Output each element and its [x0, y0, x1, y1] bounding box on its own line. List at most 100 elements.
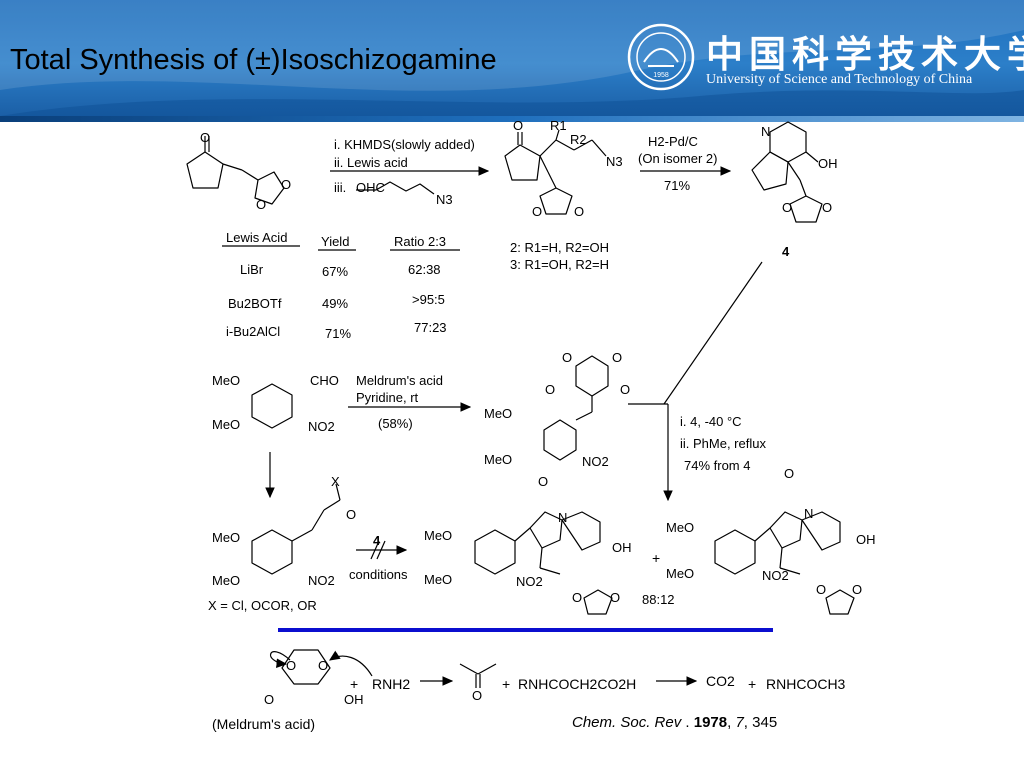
table-row1-yield: 67% — [322, 264, 349, 279]
compound4-n-label: N — [761, 124, 771, 139]
alkylidene-meldrums-structure — [543, 355, 609, 461]
table-header-yield: Yield — [321, 234, 350, 249]
aldol-product-structure — [504, 129, 607, 215]
product-b-dioxolane-o-2: O — [816, 582, 827, 597]
citation-year: 1978 — [693, 714, 728, 731]
meldrum-o-label-2: O — [612, 350, 623, 365]
step1-reagent-1: i. KHMDS(slowly added) — [334, 137, 475, 152]
table-row3-yield: 71% — [325, 326, 352, 341]
product-a-structure — [474, 511, 613, 615]
cinnamoyl-meo-1: MeO — [212, 530, 241, 545]
mech-o-label-2: O — [318, 658, 329, 673]
cinnamoyl-o-label: O — [346, 507, 357, 522]
product-b-oh: OH — [856, 532, 876, 547]
mech-plus-3: + — [748, 676, 757, 692]
product-a-meo-2: MeO — [424, 572, 453, 587]
table-row3-ratio: 77:23 — [414, 320, 447, 335]
product-a-dioxolane-o-2: O — [572, 590, 583, 605]
adduct-meo-2: MeO — [484, 452, 513, 467]
table-header-acid: Lewis Acid — [226, 230, 288, 245]
product-azide-label: N3 — [606, 154, 623, 169]
coupling-step1: i. 4, -40 °C — [680, 414, 742, 429]
product-b-dioxolane-o-1: O — [852, 582, 863, 597]
mech-plus-2: + — [502, 676, 511, 692]
coupling-step2: ii. PhMe, reflux — [680, 436, 766, 451]
isomer-3-label: 3: R1=OH, R2=H — [510, 257, 609, 272]
cinnamoyl-x-label: X — [331, 474, 340, 489]
slide-title: Total Synthesis of (±)Isoschizogamine — [10, 44, 497, 76]
product-a-oh: OH — [612, 540, 632, 555]
knoevenagel-reagent: Meldrum's acid — [356, 373, 444, 388]
table-header-ratio: Ratio 2:3 — [394, 234, 447, 249]
mech-o-label-3: O — [264, 692, 275, 707]
citation-volume: 7 — [735, 714, 744, 731]
r1-label: R1 — [550, 118, 567, 133]
x-definition: X = Cl, OCOR, OR — [208, 598, 317, 613]
product-a-no2: NO2 — [516, 574, 543, 589]
product-dioxolane-o-2: O — [532, 204, 543, 219]
table-row2-acid: Bu2BOTf — [228, 296, 282, 311]
citation-page: 345 — [752, 714, 778, 731]
product-b-structure — [714, 511, 855, 615]
university-name-cn: 中国科学技术大学 — [706, 32, 1024, 76]
meldrum-o-label-4: O — [620, 382, 631, 397]
header-banner: Total Synthesis of (±)Isoschizogamine 19… — [0, 0, 1024, 116]
citation-journal: Chem. Soc. Rev — [572, 714, 682, 731]
ketone-o-label: O — [200, 130, 211, 145]
failed-conditions: conditions — [349, 567, 408, 582]
meldrum-o-label-3: O — [545, 382, 556, 397]
product-b-n: N — [804, 506, 814, 521]
mech-oh-label: OH — [344, 692, 364, 707]
mech-intermediate: RNHCOCH2CO2H — [518, 676, 637, 692]
knoevenagel-base: Pyridine, rt — [356, 390, 419, 405]
step2-yield: 71% — [664, 178, 691, 193]
step2-condition: (On isomer 2) — [638, 151, 718, 166]
diagonal-connector — [663, 261, 763, 405]
step1-aldehyde-label: OHC — [356, 180, 385, 195]
step1-reagent-2: ii. Lewis acid — [334, 155, 408, 170]
header-swoosh — [0, 0, 1024, 116]
seal-year: 1958 — [653, 72, 669, 79]
university-name-en: University of Science and Technology of … — [706, 72, 973, 87]
cinnamoyl-structure — [251, 483, 341, 575]
table-row2-yield: 49% — [322, 296, 349, 311]
mech-plus-1: + — [350, 676, 359, 692]
compound4-number: 4 — [782, 244, 790, 259]
table-row1-acid: LiBr — [240, 262, 264, 277]
aldehyde-meo-1: MeO — [212, 373, 241, 388]
aldehyde-no2: NO2 — [308, 419, 335, 434]
step1-reagent-3: iii. — [334, 180, 347, 195]
acetone-structure — [459, 663, 497, 688]
aldehyde-cho: CHO — [310, 373, 339, 388]
cinnamoyl-no2: NO2 — [308, 573, 335, 588]
adduct-no2: NO2 — [582, 454, 609, 469]
product-a-dioxolane-o-1: O — [610, 590, 621, 605]
compound4-oh-label: OH — [818, 156, 838, 171]
product-a-n: N — [558, 510, 568, 525]
adduct-meo-1: MeO — [484, 406, 513, 421]
knoevenagel-yield: (58%) — [378, 416, 413, 431]
product-a-meo-1: MeO — [424, 528, 453, 543]
isomer-ratio: 88:12 — [642, 592, 675, 607]
step1-azide-label: N3 — [436, 192, 453, 207]
product-b-o: O — [784, 466, 795, 481]
header-divider — [0, 116, 1024, 122]
ketone-dioxolane-structure — [186, 136, 285, 205]
cinnamoyl-meo-2: MeO — [212, 573, 241, 588]
citation: Chem. Soc. Rev . 1978, 7, 345 — [572, 714, 778, 731]
r2-label: R2 — [570, 132, 587, 147]
dioxolane-o-label-1: O — [281, 177, 292, 192]
acetone-o-label: O — [472, 688, 483, 703]
product-b-no2: NO2 — [762, 568, 789, 583]
isomer-2-label: 2: R1=H, R2=OH — [510, 240, 609, 255]
product-dioxolane-o-1: O — [574, 204, 585, 219]
mech-amine: RNH2 — [372, 676, 411, 692]
coupling-yield: 74% from 4 — [684, 458, 751, 473]
aldehyde-meo-2: MeO — [212, 417, 241, 432]
dioxolane-o-label-2: O — [256, 197, 267, 212]
meldrums-acid-caption: (Meldrum's acid) — [212, 716, 316, 732]
mech-o-label-1: O — [286, 658, 297, 673]
plus-sign: + — [652, 550, 661, 566]
mechanism-structure — [269, 649, 373, 685]
